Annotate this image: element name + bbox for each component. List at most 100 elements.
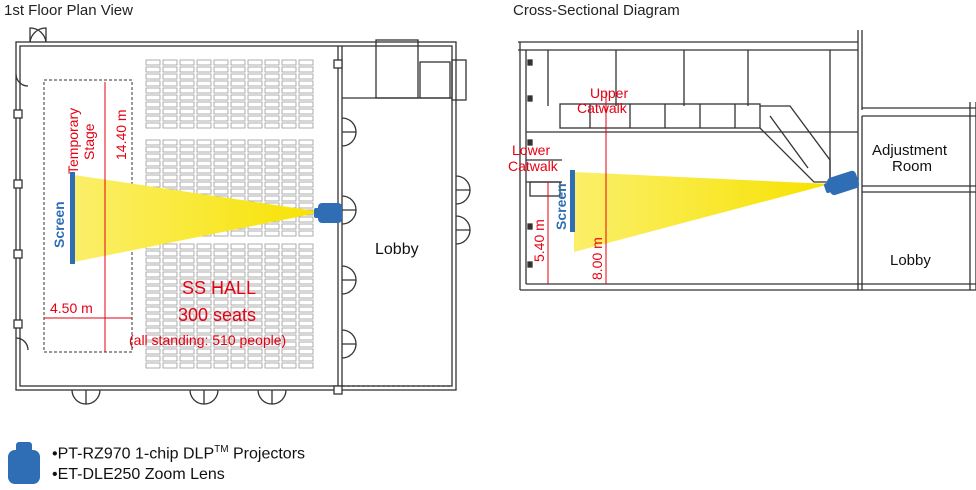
seat [196,243,212,250]
seat [247,122,263,129]
seat [213,313,229,320]
seat [145,313,161,320]
seat [281,334,297,341]
seat [281,341,297,348]
seat [247,250,263,257]
seat [264,146,280,153]
seat [247,73,263,80]
seat [264,243,280,250]
seat [281,278,297,285]
seat [196,271,212,278]
seat [179,94,195,101]
seat [298,271,314,278]
seat [145,285,161,292]
plan-title: 1st Floor Plan View [4,2,133,19]
seat [298,292,314,299]
seat [196,292,212,299]
seat [298,320,314,327]
seat [213,327,229,334]
seat [179,160,195,167]
seat [179,320,195,327]
seat [145,334,161,341]
seat [213,257,229,264]
seat [298,285,314,292]
seat [162,153,178,160]
seat [281,223,297,230]
seat [264,306,280,313]
seat [179,101,195,108]
seat [247,160,263,167]
seat [196,181,212,188]
seat [247,94,263,101]
seat [247,264,263,271]
seat [247,334,263,341]
seat [213,108,229,115]
seat [264,327,280,334]
seat [281,243,297,250]
seat [145,250,161,257]
seat [213,59,229,66]
seat [162,292,178,299]
seat [196,174,212,181]
seat [213,115,229,122]
seat [213,167,229,174]
seat [247,66,263,73]
seat [230,230,246,237]
seat [179,59,195,66]
seat [247,174,263,181]
seat [230,87,246,94]
seat [230,174,246,181]
plan-hall-seats: 300 seats [178,305,256,325]
legend: •PT-RZ970 1-chip DLPTM Projectors •ET-DL… [6,440,426,488]
seat [145,271,161,278]
seat [179,292,195,299]
seat [179,139,195,146]
seat [230,243,246,250]
seat [179,243,195,250]
seat [281,299,297,306]
seat [298,250,314,257]
seat [230,108,246,115]
seat [145,264,161,271]
seat [264,181,280,188]
seat [298,257,314,264]
seat [213,153,229,160]
seat [162,167,178,174]
seat [145,167,161,174]
plan-hall-name: SS HALL [182,278,256,298]
seat [247,257,263,264]
seat [196,264,212,271]
seat [213,250,229,257]
seat [298,348,314,355]
seat [264,87,280,94]
seat [281,181,297,188]
seat [162,299,178,306]
seat [196,327,212,334]
seat [230,153,246,160]
seat [230,299,246,306]
seat [281,94,297,101]
seat [179,174,195,181]
seat [162,348,178,355]
seat [264,348,280,355]
seat [196,306,212,313]
seat [281,230,297,237]
seat [196,334,212,341]
seat [179,153,195,160]
seat [230,167,246,174]
section-height-high: 8.00 m [589,237,605,280]
seat [145,139,161,146]
seat [264,94,280,101]
seat [179,87,195,94]
seat [298,139,314,146]
seat [196,362,212,369]
seat [230,188,246,195]
seat [145,122,161,129]
seat [298,167,314,174]
seat [247,327,263,334]
seat [145,174,161,181]
seat [145,101,161,108]
seat [247,313,263,320]
seat [179,108,195,115]
section-title: Cross-Sectional Diagram [513,2,680,19]
